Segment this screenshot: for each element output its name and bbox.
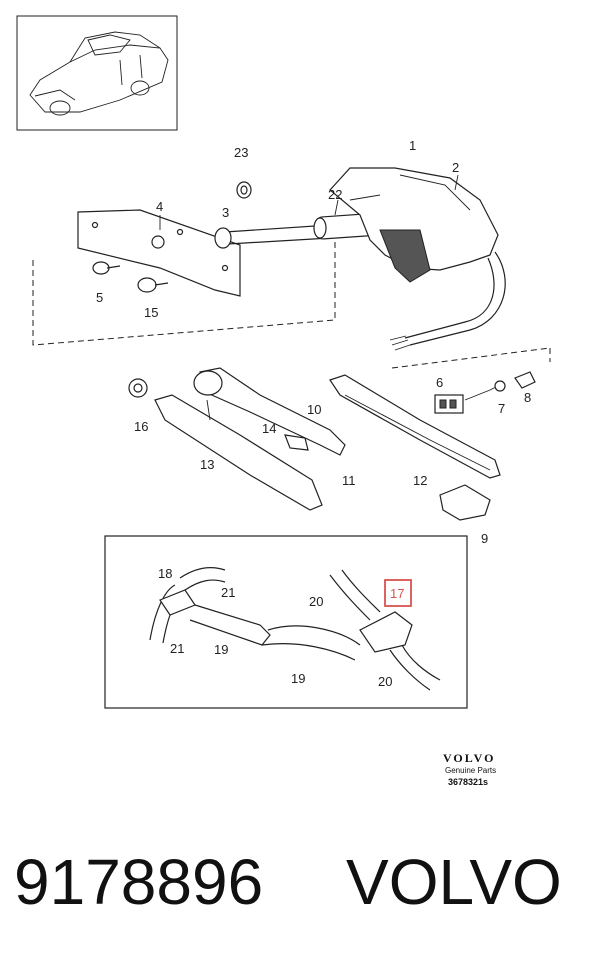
clip <box>284 434 309 451</box>
callout-7: 7 <box>498 401 505 416</box>
volvo-logo: VOLVO Genuine Parts 3678321s <box>443 751 496 787</box>
callout-16: 16 <box>134 419 148 434</box>
callout-19: 19 <box>214 642 228 657</box>
footer: 9178896 VOLVO <box>0 810 600 971</box>
car-thumbnail <box>16 15 178 131</box>
cap <box>439 484 491 521</box>
callout-20: 20 <box>309 594 323 609</box>
callout-15: 15 <box>144 305 158 320</box>
screw <box>92 261 121 275</box>
connector-frame <box>391 347 551 369</box>
wiper-motor <box>329 167 499 271</box>
callout-18: 18 <box>158 566 172 581</box>
brand-name: VOLVO <box>346 846 562 918</box>
callout-4: 4 <box>156 199 163 214</box>
screw <box>137 277 169 293</box>
callout-2: 2 <box>452 160 459 175</box>
terminal <box>494 380 506 392</box>
bracket <box>77 209 241 297</box>
washer-hose <box>149 567 441 691</box>
callout-5: 5 <box>96 290 103 305</box>
wiper-blade <box>329 374 501 479</box>
callout-8: 8 <box>524 390 531 405</box>
part-number: 9178896 <box>14 846 264 918</box>
logo-brand: VOLVO <box>443 751 495 765</box>
callout-23: 23 <box>234 145 248 160</box>
upper-frame <box>32 242 336 346</box>
callout-21: 21 <box>170 641 184 656</box>
callout-1: 1 <box>409 138 416 153</box>
callout-10: 10 <box>307 402 321 417</box>
callout-9: 9 <box>481 531 488 546</box>
cover <box>154 394 323 511</box>
callout-21: 21 <box>221 585 235 600</box>
wiper-arm <box>199 367 346 456</box>
hose-detail-box <box>104 535 468 709</box>
highlight-box <box>384 579 412 607</box>
callout-17: 17 <box>390 586 404 601</box>
logo-subtitle: Genuine Parts <box>445 766 496 775</box>
callout-11: 11 <box>342 473 356 488</box>
nut <box>214 227 232 249</box>
callout-12: 12 <box>413 473 427 488</box>
connector <box>434 394 464 414</box>
callout-14: 14 <box>262 421 276 436</box>
callout-22: 22 <box>328 187 342 202</box>
grommet <box>514 371 536 389</box>
logo-code: 3678321s <box>448 777 488 787</box>
callout-6: 6 <box>436 375 443 390</box>
parts-diagram: 1 2 3 4 5 6 7 8 9 10 11 12 13 14 15 16 1… <box>16 15 551 787</box>
callout-3: 3 <box>222 205 229 220</box>
callout-20: 20 <box>378 674 392 689</box>
spindle-shaft <box>224 224 331 233</box>
callout-19: 19 <box>291 671 305 686</box>
cable <box>409 251 506 346</box>
callout-13: 13 <box>200 457 214 472</box>
